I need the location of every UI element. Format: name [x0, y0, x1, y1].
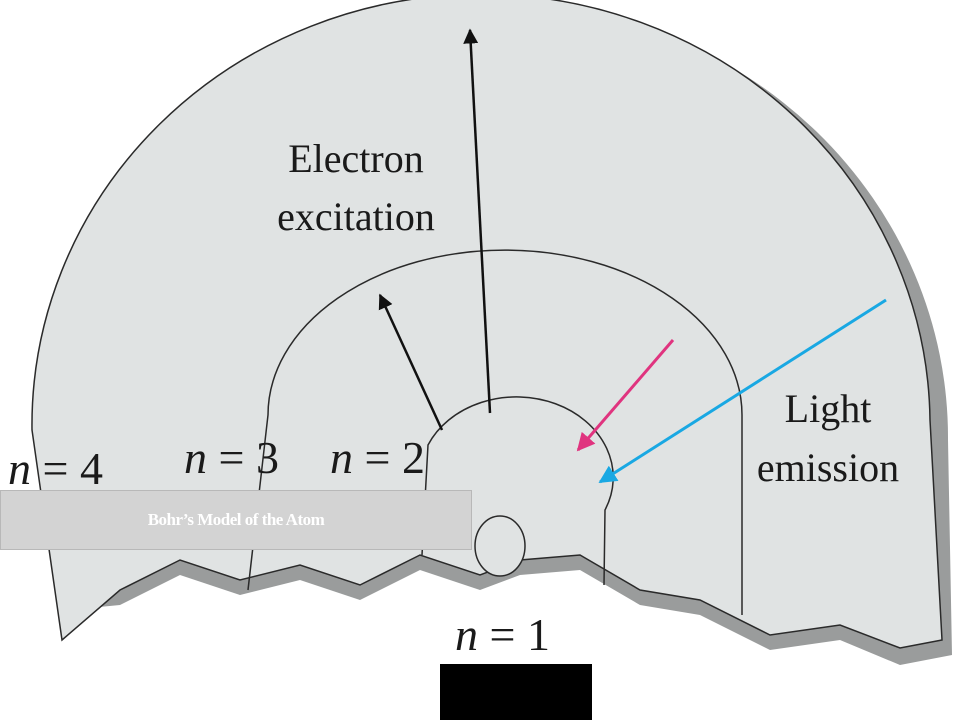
orbit-n3	[247, 249, 743, 615]
label-n4: n = 4	[8, 443, 103, 494]
label-emission-line2: emission	[757, 445, 899, 490]
excitation-arrow-short	[378, 293, 444, 431]
emission-arrow-pink	[576, 339, 675, 452]
label-excitation-line1: Electron	[288, 136, 424, 181]
label-emission-line1: Light	[785, 386, 872, 431]
nucleus	[474, 515, 526, 577]
excitation-arrow-long	[463, 28, 492, 414]
label-n2: n = 2	[330, 432, 425, 483]
label-excitation-line2: excitation	[277, 194, 435, 239]
label-n1: n = 1	[455, 609, 550, 660]
banner-title: Bohr’s Model of the Atom	[147, 510, 325, 529]
title-banner: Bohr’s Model of the Atom	[0, 490, 472, 550]
emission-arrow-blue	[598, 298, 887, 484]
black-box	[440, 664, 592, 720]
label-n3: n = 3	[184, 432, 279, 483]
